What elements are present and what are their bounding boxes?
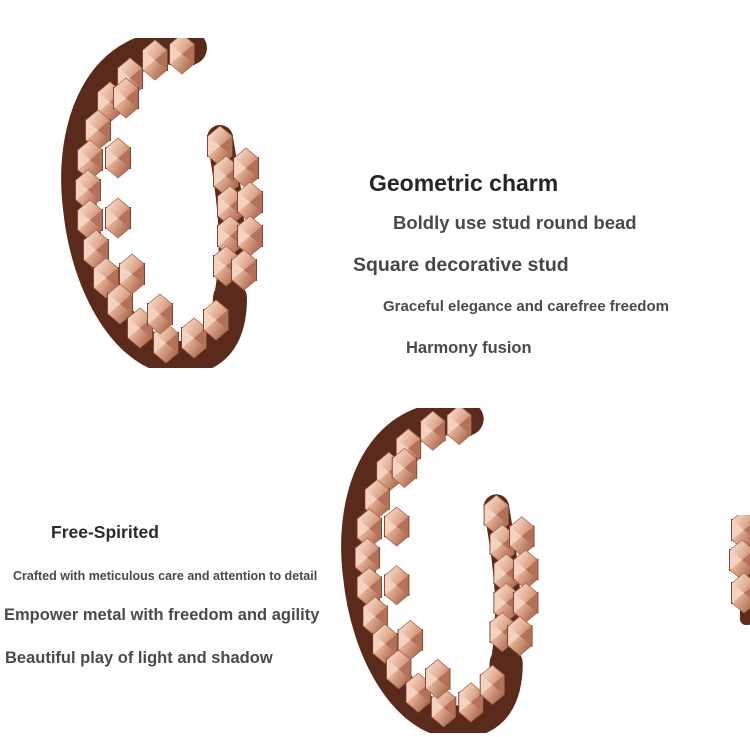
feature-line-3: Graceful elegance and carefree freedom <box>383 298 669 315</box>
heading-free-spirited: Free-Spirited <box>51 522 159 542</box>
feature-line-1: Boldly use stud round bead <box>393 212 637 233</box>
earring-top-icon <box>61 38 264 368</box>
earring-photo-bottom <box>340 408 555 733</box>
detail-line-3: Beautiful play of light and shadow <box>5 649 273 667</box>
earring-bottom-icon <box>341 408 539 733</box>
earring-edge-icon <box>728 515 750 625</box>
feature-line-2: Square decorative stud <box>353 254 569 276</box>
earring-photo-edge <box>718 515 750 625</box>
feature-line-4: Harmony fusion <box>406 339 532 357</box>
heading-geometric-charm: Geometric charm <box>369 170 559 196</box>
detail-line-2: Empower metal with freedom and agility <box>4 606 320 624</box>
earring-photo-top <box>60 38 280 368</box>
detail-line-1: Crafted with meticulous care and attenti… <box>13 569 318 583</box>
